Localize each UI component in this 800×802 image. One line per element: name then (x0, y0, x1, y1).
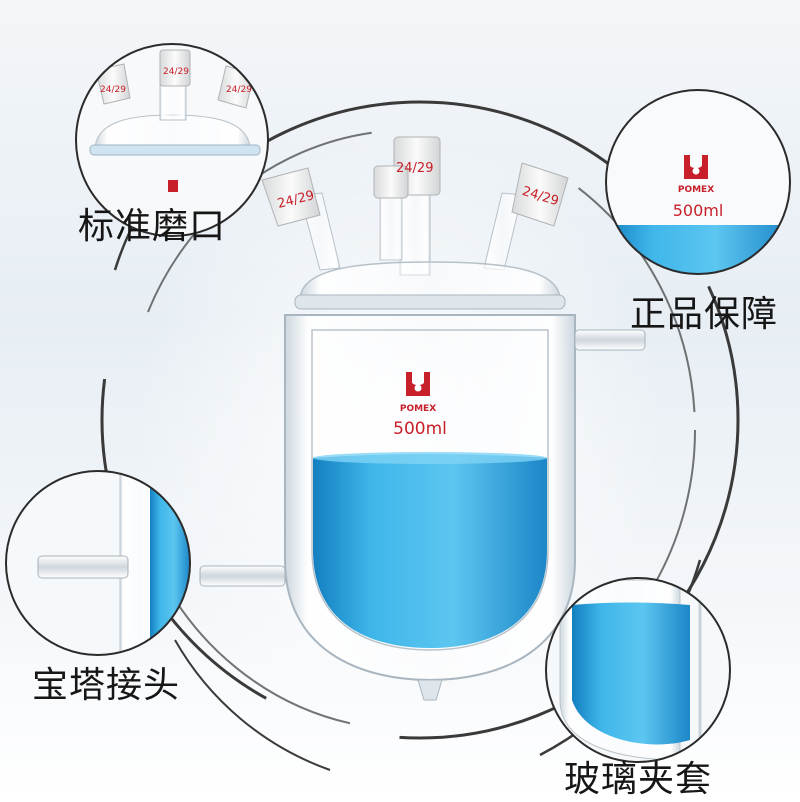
svg-text:24/29: 24/29 (226, 85, 252, 95)
brand-text: POMEX (400, 404, 436, 414)
detail-circle-hose (5, 470, 191, 656)
capacity-text: 500ml (393, 419, 447, 439)
reactor-flask (199, 136, 646, 701)
callout-label-hose-barb: 宝塔接头 (32, 665, 181, 706)
detail-circle-joints: 24/29 24/29 24/29 (75, 43, 269, 237)
svg-text:24/29: 24/29 (100, 85, 126, 95)
callout-label-glass-jacket: 玻璃夹套 (564, 759, 713, 800)
detail-circle-brand: POMEX 500ml (605, 89, 791, 275)
svg-text:24/29: 24/29 (163, 67, 189, 77)
detail-circle-jacket (545, 577, 731, 763)
hose-barbs (199, 329, 646, 587)
svg-text:POMEX: POMEX (678, 185, 714, 195)
brand-logo-icon (406, 372, 430, 396)
callout-label-joints: 标准磨口 (78, 206, 227, 247)
joint-label-center: 24/29 (396, 161, 433, 176)
callout-label-genuine: 正品保障 (630, 294, 779, 335)
ground-joints (261, 136, 569, 227)
svg-text:500ml: 500ml (673, 201, 724, 220)
